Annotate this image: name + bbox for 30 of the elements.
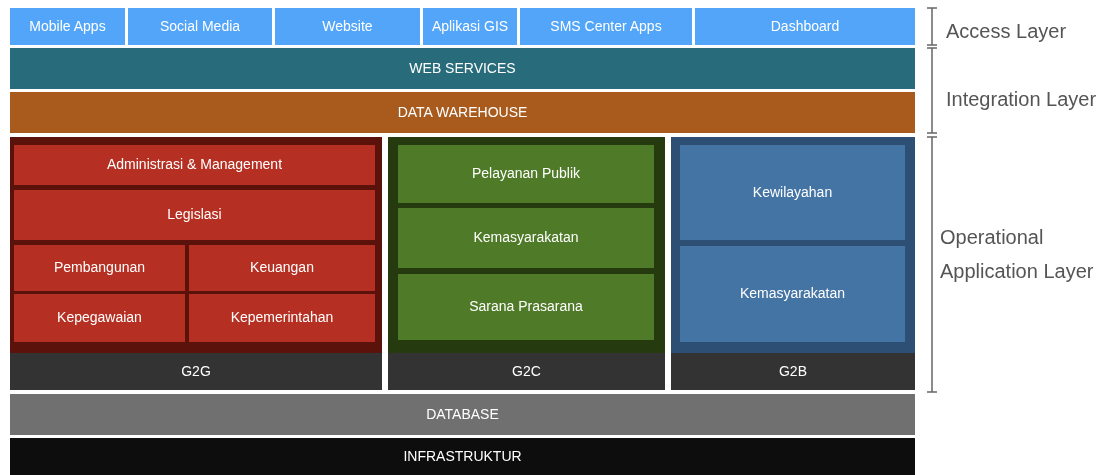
category-label: G2G (10, 353, 382, 390)
layer-band: DATA WAREHOUSE (10, 92, 915, 133)
module-box: Website (275, 8, 420, 45)
category-panel (388, 137, 665, 390)
module-box: Sarana Prasarana (398, 274, 654, 340)
module-box: Keuangan (189, 245, 375, 291)
layer-label: Access Layer (946, 19, 1068, 44)
module-box: SMS Center Apps (520, 8, 692, 45)
category-label: G2B (671, 353, 915, 390)
module-box: Mobile Apps (10, 8, 125, 45)
layer-band: WEB SERVICES (10, 48, 915, 89)
module-box: Kemasyarakatan (680, 246, 905, 342)
module-box: Kemasyarakatan (398, 208, 654, 268)
module-box: Aplikasi GIS (423, 8, 517, 45)
module-box: Legislasi (14, 190, 375, 240)
category-label: G2C (388, 353, 665, 390)
module-box: Kepegawaian (14, 294, 185, 342)
module-box: Pelayanan Publik (398, 145, 654, 203)
layer-label: Integration Layer (946, 87, 1098, 112)
module-box: Pembangunan (14, 245, 185, 291)
module-box: Administrasi & Management (14, 145, 375, 185)
category-panel (671, 137, 915, 390)
layer-label: Operational Application Layer (940, 225, 1095, 284)
module-box: Social Media (128, 8, 272, 45)
module-box: Kepemerintahan (189, 294, 375, 342)
module-box: Kewilayahan (680, 145, 905, 240)
module-box: Dashboard (695, 8, 915, 45)
layer-band: INFRASTRUKTUR (10, 438, 915, 475)
category-panel (10, 137, 382, 390)
layer-band: DATABASE (10, 394, 915, 435)
